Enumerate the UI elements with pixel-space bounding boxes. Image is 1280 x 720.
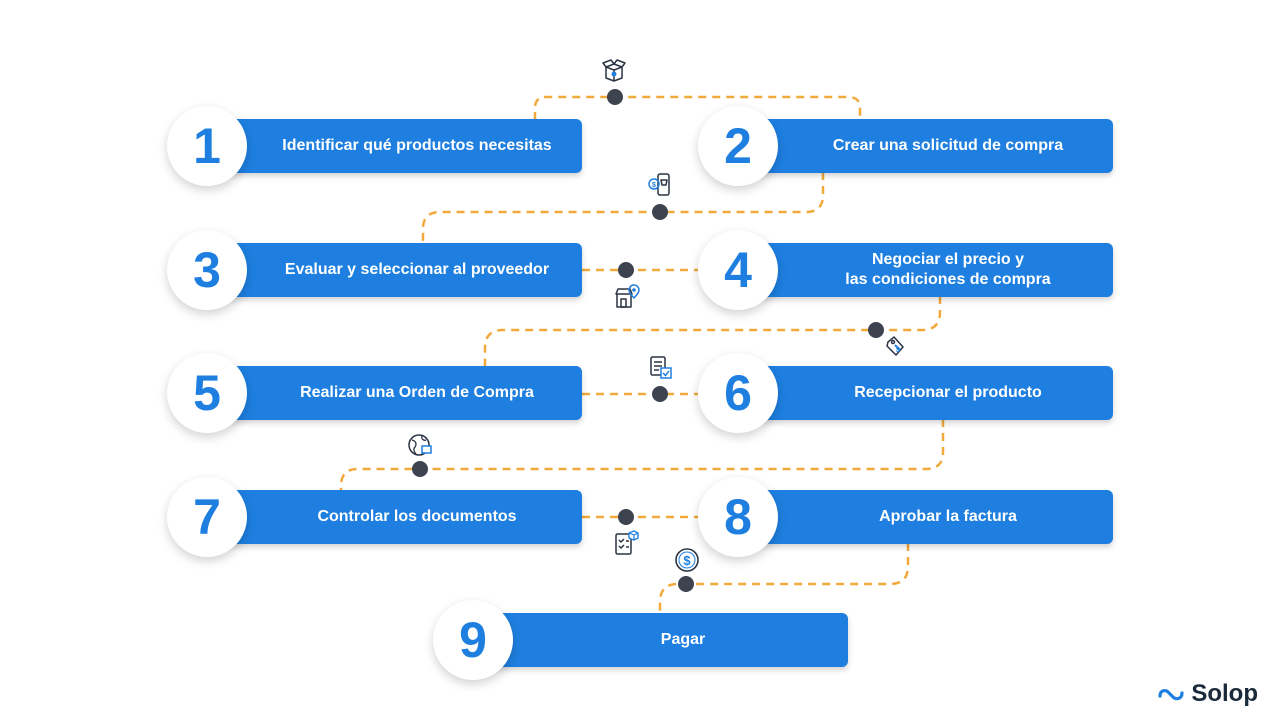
- connector-dot-8: [678, 576, 694, 592]
- box-icon: [602, 59, 626, 82]
- dollar-coin-icon: $: [675, 548, 699, 572]
- step-2: Crear una solicitud de compra 2: [698, 106, 1113, 186]
- svg-text:$: $: [896, 347, 900, 354]
- connector-2-3: [421, 172, 825, 243]
- step-bar: Evaluar y seleccionar al proveedor: [212, 243, 582, 297]
- step-4: Negociar el precio y las condiciones de …: [698, 230, 1113, 310]
- brand-name: Solop: [1191, 680, 1258, 707]
- document-box-icon: [615, 530, 639, 555]
- step-bar: Recepcionar el producto: [743, 366, 1113, 420]
- step-label: Realizar una Orden de Compra: [300, 384, 534, 401]
- step-number: 9: [433, 600, 513, 680]
- step-5: Realizar una Orden de Compra 5: [167, 353, 582, 433]
- mobile-shop-icon: $: [648, 173, 670, 196]
- price-tag-icon: $: [886, 336, 904, 356]
- connector-6-7: [339, 419, 945, 490]
- step-label: Controlar los documentos: [317, 508, 517, 525]
- connector-4-5: [483, 296, 942, 366]
- step-bar: Realizar una Orden de Compra: [212, 366, 582, 420]
- step-3: Evaluar y seleccionar al proveedor 3: [167, 230, 582, 310]
- step-8: Aprobar la factura 8: [698, 477, 1113, 557]
- step-number: 8: [698, 477, 778, 557]
- globe-shipping-icon: [408, 434, 432, 456]
- step-bar: Aprobar la factura: [743, 490, 1113, 544]
- solop-logo-icon: [1158, 689, 1184, 701]
- step-label: Evaluar y seleccionar al proveedor: [284, 261, 550, 278]
- step-number: 7: [167, 477, 247, 557]
- step-label: Negociar el precio y las condiciones de …: [845, 251, 1051, 288]
- step-number: 3: [167, 230, 247, 310]
- step-6: Recepcionar el producto 6: [698, 353, 1113, 433]
- store-location-icon: [615, 284, 640, 308]
- svg-text:$: $: [652, 182, 656, 189]
- connector-dot-2: [652, 204, 668, 220]
- step-bar: Controlar los documentos: [212, 490, 582, 544]
- connector-dot-3: [618, 262, 634, 278]
- step-number: 6: [698, 353, 778, 433]
- connector-dot-7: [618, 509, 634, 525]
- step-bar: Pagar: [478, 613, 848, 667]
- step-number: 5: [167, 353, 247, 433]
- connector-dot-1: [607, 89, 623, 105]
- step-7: Controlar los documentos 7: [167, 477, 582, 557]
- connector-dot-4: [868, 322, 884, 338]
- step-label: Aprobar la factura: [879, 508, 1017, 525]
- svg-text:$: $: [683, 553, 691, 568]
- connector-dot-5: [652, 386, 668, 402]
- connector-dot-6: [412, 461, 428, 477]
- connector-8-9: [658, 543, 910, 613]
- step-9: Pagar 9: [433, 600, 848, 680]
- step-label: Pagar: [660, 631, 706, 648]
- step-bar: Negociar el precio y las condiciones de …: [743, 243, 1113, 297]
- step-label: Recepcionar el producto: [854, 384, 1042, 401]
- step-label: Crear una solicitud de compra: [832, 137, 1064, 154]
- connector-1-2: [533, 95, 862, 120]
- step-number: 2: [698, 106, 778, 186]
- step-1: Identificar qué productos necesitas 1: [167, 106, 582, 186]
- brand-logo: Solop: [1157, 680, 1258, 708]
- step-bar: Identificar qué productos necesitas: [212, 119, 582, 173]
- step-number: 4: [698, 230, 778, 310]
- step-bar: Crear una solicitud de compra: [743, 119, 1113, 173]
- step-label: Identificar qué productos necesitas: [282, 137, 552, 154]
- checklist-box-icon: [650, 356, 672, 379]
- step-number: 1: [167, 106, 247, 186]
